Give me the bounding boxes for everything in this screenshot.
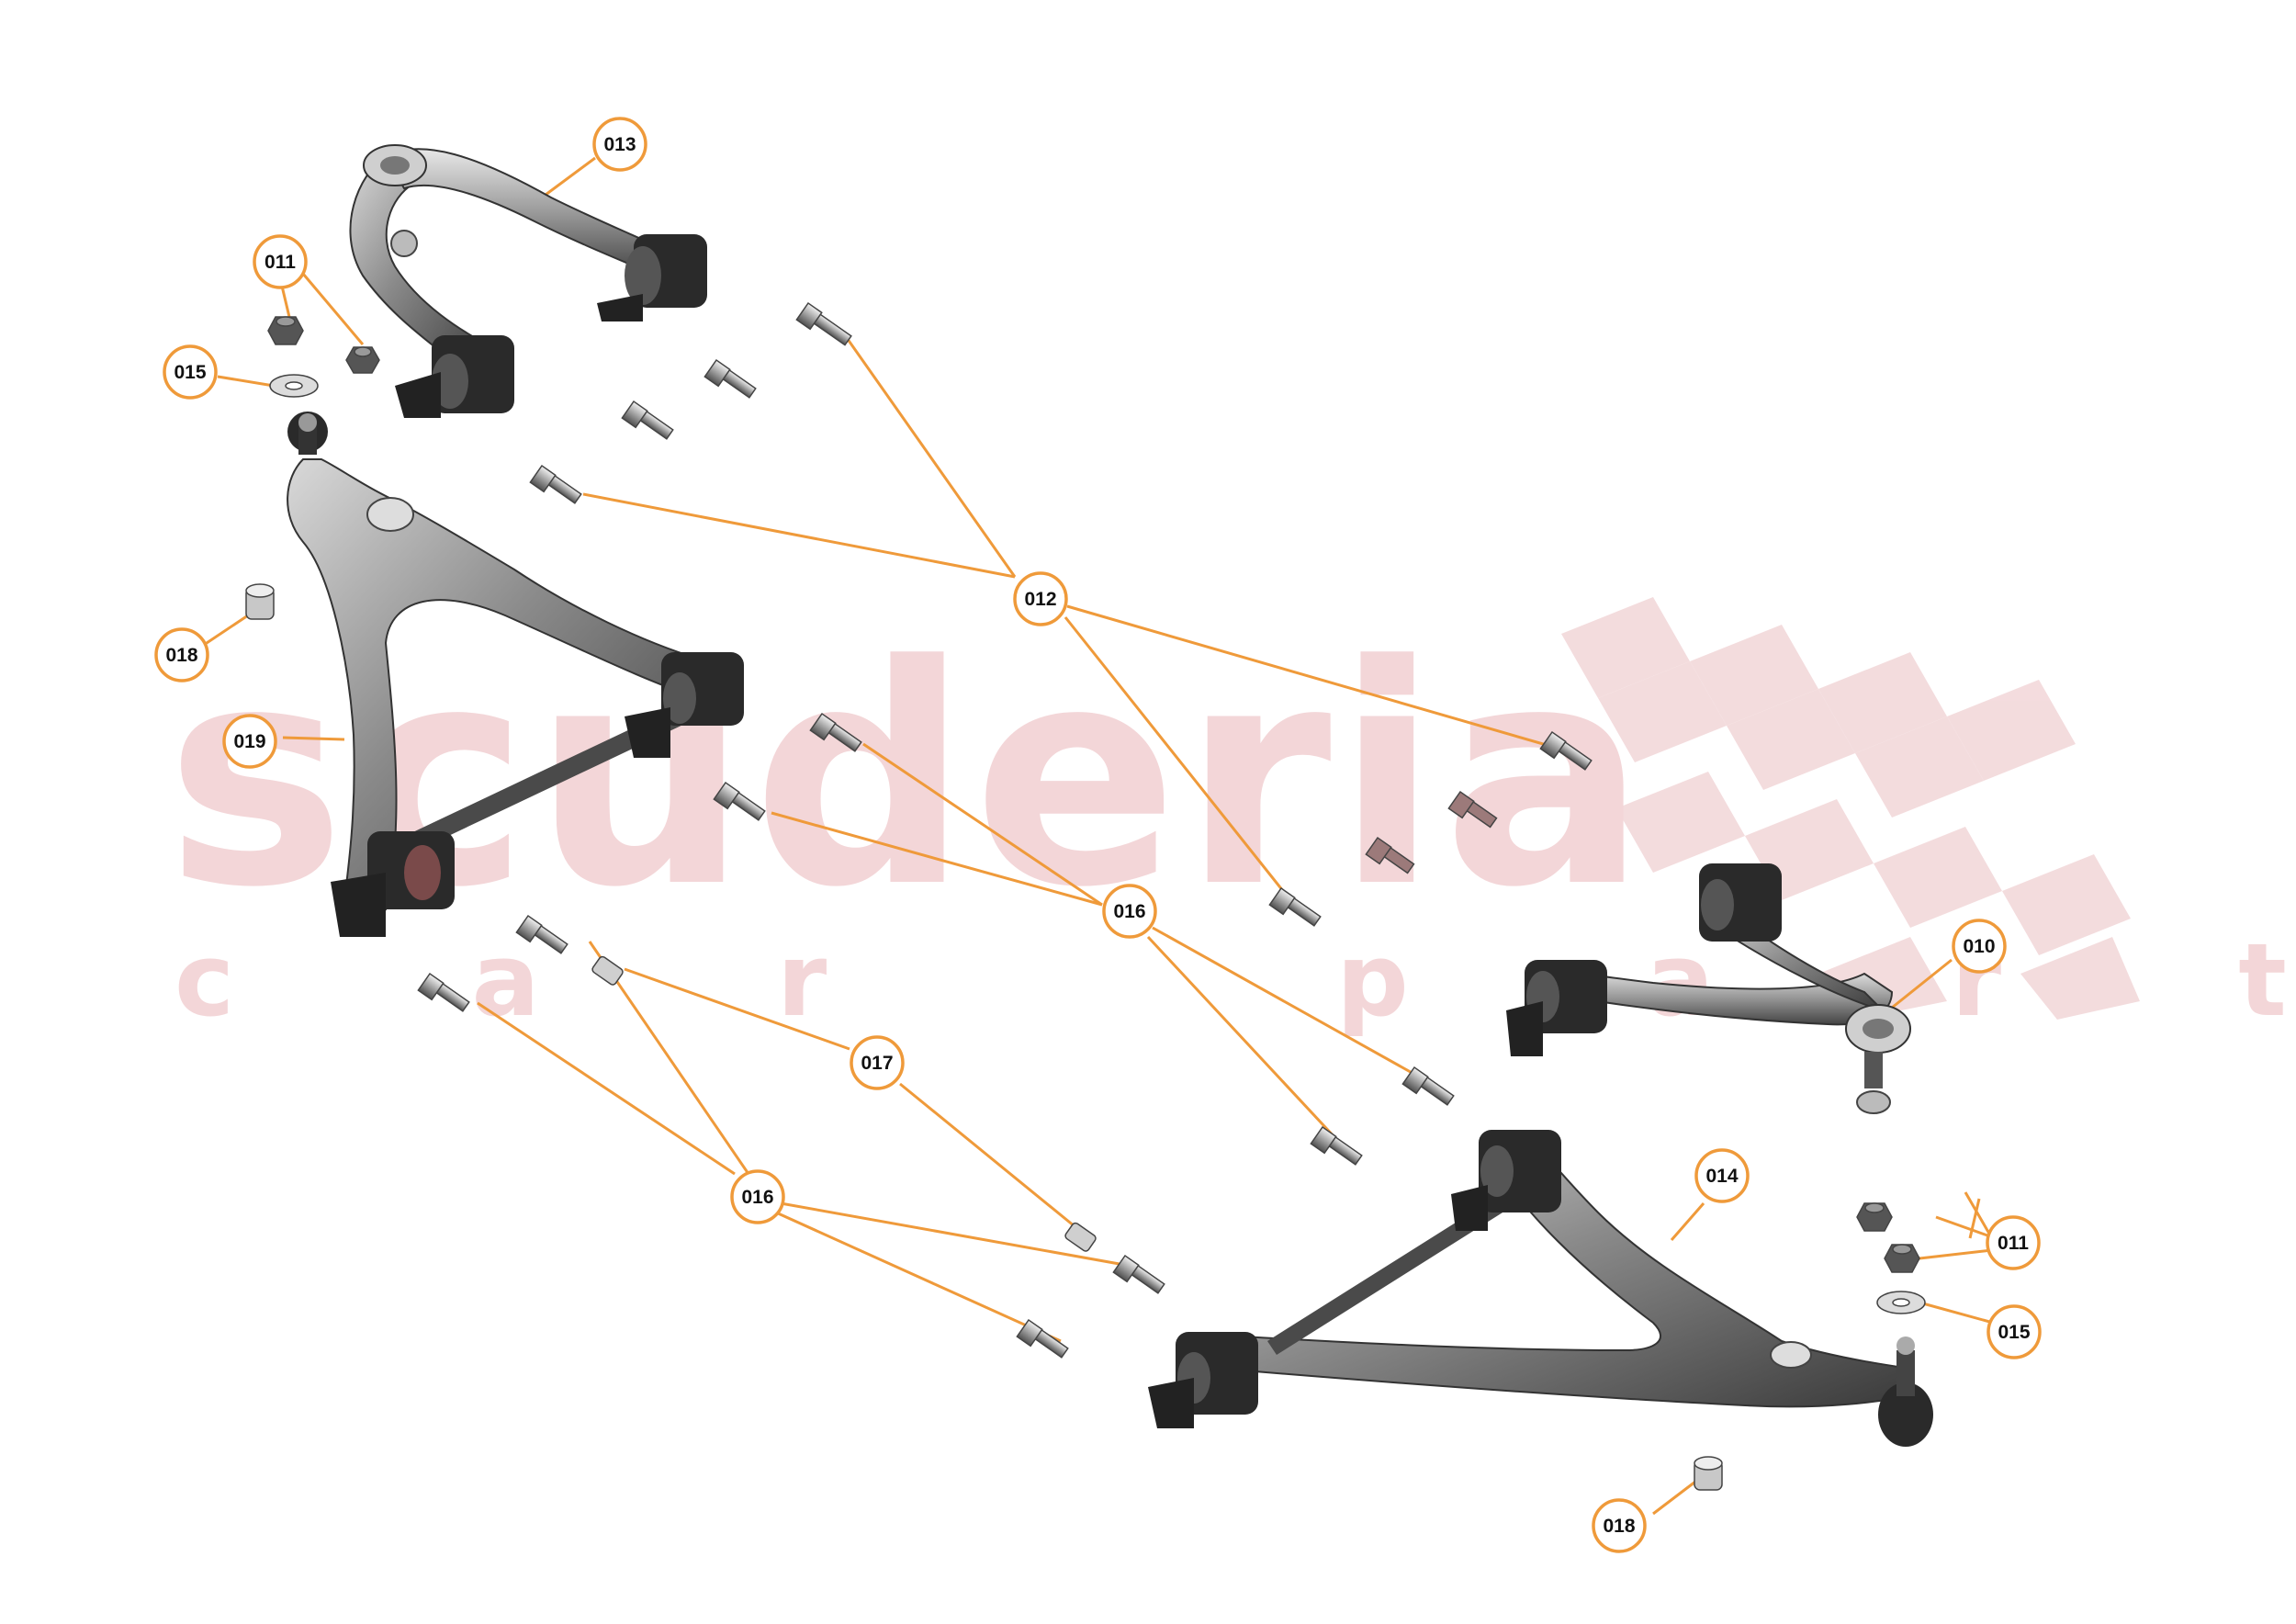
nut-011-c xyxy=(1856,1202,1893,1232)
bolt-016-b xyxy=(713,781,766,821)
callout-017[interactable]: 017 xyxy=(850,1035,905,1090)
bolt-extra-b xyxy=(1365,836,1415,874)
nut-011-b xyxy=(345,346,380,374)
bolt-012-b xyxy=(703,358,757,399)
bolt-012-c xyxy=(621,400,674,440)
callout-019-label: 019 xyxy=(233,731,265,752)
callout-014[interactable]: 014 xyxy=(1694,1148,1750,1203)
nut-011-d xyxy=(1884,1244,1920,1273)
callouts: 013 011 015 012 018 019 016 010 017 014 … xyxy=(154,117,2042,1553)
bolt-016-e xyxy=(515,914,568,954)
bolt-extra-a xyxy=(1447,790,1498,829)
callout-018-right-label: 018 xyxy=(1603,1516,1635,1537)
callout-011-right[interactable]: 011 xyxy=(1986,1215,2041,1270)
callout-012[interactable]: 012 xyxy=(1013,571,1068,626)
callout-013-label: 013 xyxy=(603,134,636,155)
callout-015-top[interactable]: 015 xyxy=(163,344,218,400)
callout-012-label: 012 xyxy=(1024,589,1056,610)
lower-control-arm-right xyxy=(1148,1130,1933,1447)
callout-016-lower[interactable]: 016 xyxy=(730,1169,785,1224)
bolt-016-a xyxy=(809,712,862,752)
washer-015-b xyxy=(1876,1291,1926,1314)
bolt-016-f xyxy=(417,972,470,1012)
bushing-018-b xyxy=(1694,1456,1723,1491)
spacer-017-b xyxy=(1064,1222,1097,1252)
callout-014-label: 014 xyxy=(1705,1166,1738,1187)
small-parts xyxy=(245,316,1926,1491)
callout-015-top-label: 015 xyxy=(174,362,206,383)
callout-011-top-label: 011 xyxy=(264,252,296,273)
bolt-016-d xyxy=(1310,1125,1363,1166)
upper-control-arm-right xyxy=(1506,863,1911,1114)
bolt-016-c xyxy=(1401,1066,1455,1106)
spacer-017-a xyxy=(591,955,624,986)
bolt-012-d xyxy=(529,464,582,504)
callout-018-left[interactable]: 018 xyxy=(154,627,209,682)
callout-019[interactable]: 019 xyxy=(222,714,277,769)
bolt-012-a xyxy=(795,301,852,346)
callout-017-label: 017 xyxy=(861,1053,893,1074)
lower-control-arm-left xyxy=(287,412,744,937)
bushing-018-a xyxy=(245,583,275,620)
upper-control-arm-left xyxy=(349,144,707,418)
bolt-012-f xyxy=(1268,886,1322,927)
callout-015-right-label: 015 xyxy=(1998,1322,2030,1343)
callout-013[interactable]: 013 xyxy=(592,117,647,172)
bolt-016-g xyxy=(1112,1254,1165,1294)
callout-016-upper-label: 016 xyxy=(1113,901,1145,922)
bolt-012-e xyxy=(1539,730,1593,771)
callout-016-lower-label: 016 xyxy=(741,1187,773,1208)
callout-010[interactable]: 010 xyxy=(1952,919,2007,974)
callout-011-right-label: 011 xyxy=(1998,1233,2029,1254)
callout-011-top[interactable]: 011 xyxy=(253,234,308,289)
callout-010-label: 010 xyxy=(1963,936,1995,957)
nut-011-a xyxy=(267,316,304,345)
callout-015-right[interactable]: 015 xyxy=(1986,1304,2042,1359)
callout-018-left-label: 018 xyxy=(165,645,197,666)
bolt-016-h xyxy=(1016,1318,1069,1359)
callout-018-right[interactable]: 018 xyxy=(1592,1498,1647,1553)
callout-016-upper[interactable]: 016 xyxy=(1102,884,1157,939)
checkered-flag-watermark xyxy=(1561,597,2140,1020)
bolts xyxy=(417,301,1593,1359)
washer-015-a xyxy=(269,374,319,398)
